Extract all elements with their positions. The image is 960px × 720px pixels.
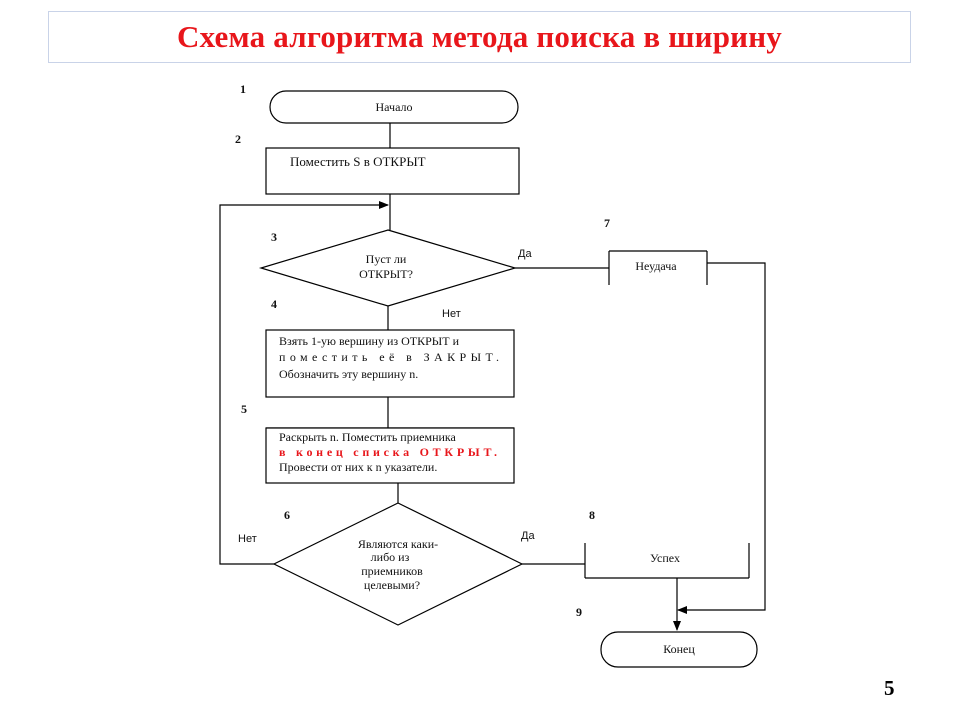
loop-back-line — [219, 201, 389, 565]
page-number: 5 — [884, 676, 895, 700]
put-s-block — [265, 147, 520, 195]
step-number-6: 6 — [284, 508, 290, 522]
expand-block — [265, 427, 515, 484]
title-box: Схема алгоритма метода поиска в ширину — [48, 11, 911, 63]
start-terminal — [269, 90, 519, 124]
edge-label-yes-1: Да — [518, 248, 532, 260]
end-label: Конец — [663, 642, 695, 656]
edge-label-no-1: Нет — [442, 308, 461, 320]
empty-decision-line1: Пуст ли — [366, 252, 407, 266]
step-number-9: 9 — [576, 605, 582, 619]
page-title: Схема алгоритма метода поиска в ширину — [177, 19, 782, 54]
failure-label: Неудача — [635, 259, 677, 273]
end-terminal — [600, 631, 758, 668]
goal-decision-line3: приемников — [361, 564, 423, 578]
empty-decision-line2: ОТКРЫТ? — [359, 267, 413, 281]
goal-decision-line2: либо из — [371, 550, 410, 564]
put-s-label: Поместить S в ОТКРЫТ — [290, 154, 426, 169]
take-line-3: Обозначить эту вершину n. — [279, 367, 418, 381]
start-label: Начало — [376, 100, 413, 114]
goal-decision-line4: целевыми? — [364, 578, 420, 592]
success-label: Успех — [650, 551, 680, 565]
step-number-3: 3 — [271, 230, 277, 244]
step-number-8: 8 — [589, 508, 595, 522]
step-number-2: 2 — [235, 132, 241, 146]
step-number-5: 5 — [241, 402, 247, 416]
step-number-4: 4 — [271, 297, 277, 311]
take-line-2: поместить её в ЗАКРЫТ. — [279, 350, 499, 364]
edge-failure-end — [677, 262, 766, 614]
goal-decision — [272, 502, 524, 626]
edge-label-no-2: Нет — [238, 533, 257, 545]
take-line-1: Взять 1-ую вершину из ОТКРЫТ и — [279, 334, 460, 348]
step-number-1: 1 — [240, 82, 246, 96]
edge-label-yes-2: Да — [521, 530, 535, 542]
expand-line-1: Раскрыть n. Поместить приемника — [279, 430, 457, 444]
take-block — [265, 329, 515, 398]
goal-decision-line1: Являются каки- — [358, 537, 438, 551]
step-number-7: 7 — [604, 216, 610, 230]
expand-line-3: Провести от них к n указатели. — [279, 460, 437, 474]
